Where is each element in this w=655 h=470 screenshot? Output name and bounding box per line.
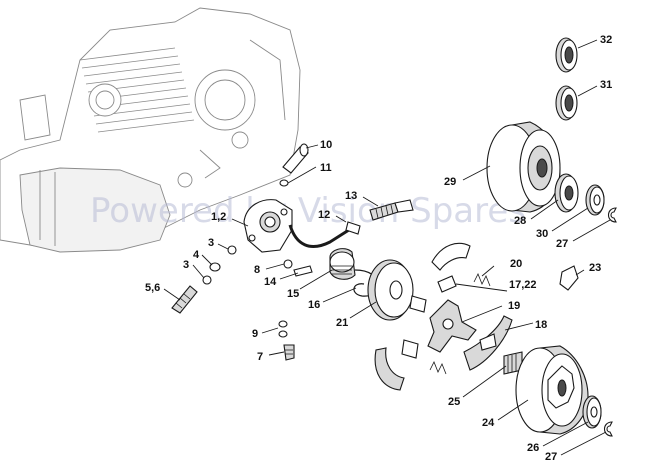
callout-3-upper: 3: [208, 237, 214, 249]
part-29-clutch-drum: [486, 121, 561, 213]
callout-16: 16: [308, 299, 320, 311]
part-26-washer: [582, 395, 602, 429]
part-15-worm-gear: [329, 248, 356, 280]
callout-32: 32: [600, 34, 612, 46]
callout-9: 9: [252, 328, 258, 340]
part-32-rim-sprocket: [555, 37, 578, 73]
part-23-retainer: [559, 265, 579, 291]
part-3-screw-lower: [202, 275, 212, 285]
callout-27-upper: 27: [556, 238, 568, 250]
callout-29: 29: [444, 176, 456, 188]
part-7-screw: [283, 344, 295, 361]
callout-20: 20: [510, 258, 522, 270]
part-13-worm-shaft: [369, 199, 414, 221]
callout-12: 12: [318, 209, 330, 221]
part-1-2-oil-pump: [243, 199, 293, 253]
part-18-clutch-shoe: [463, 315, 513, 371]
part-24-clutch-drum: [515, 345, 589, 435]
callout-1-2: 1,2: [211, 211, 226, 223]
part-20-spring: [473, 273, 491, 287]
callout-7: 7: [257, 351, 263, 363]
part-9-o-rings: [278, 320, 288, 338]
callout-27-lower: 27: [545, 451, 557, 463]
part-4-washer: [209, 262, 221, 272]
part-28-spur-sprocket: [554, 173, 579, 213]
engine-crankcase: [0, 7, 301, 253]
callout-21: 21: [336, 317, 348, 329]
callout-19: 19: [508, 300, 520, 312]
part-30-washer: [585, 184, 605, 216]
callout-23: 23: [589, 262, 601, 274]
callout-10: 10: [320, 139, 332, 151]
part-11-o-ring: [279, 179, 289, 187]
part-20-clutch-shoe-upper: [431, 242, 471, 271]
part-27-e-clip-lower: [603, 421, 613, 437]
callout-25: 25: [448, 396, 460, 408]
callout-17-22: 17,22: [509, 279, 537, 291]
callout-31: 31: [600, 79, 612, 91]
part-3-screw-upper: [227, 245, 237, 255]
clutch-spring-lower: [429, 361, 447, 375]
callout-14: 14: [264, 276, 277, 288]
callout-30: 30: [536, 228, 548, 240]
clutch-shoe-lower: [374, 339, 419, 391]
callout-26: 26: [527, 442, 539, 454]
callout-18: 18: [535, 319, 547, 331]
part-27-e-clip-upper: [607, 207, 617, 223]
callout-28: 28: [514, 215, 526, 227]
watermark-text: Powered by Vision Spares: [90, 191, 526, 231]
part-5-6-adjusting-screw: [171, 285, 198, 314]
callout-11: 11: [320, 162, 332, 174]
part-14-spring: [293, 265, 313, 277]
callout-15: 15: [287, 288, 299, 300]
callout-24: 24: [482, 417, 495, 429]
leader-lines: [163, 39, 611, 456]
callout-4: 4: [193, 249, 200, 261]
callout-labels: 32 31 10 11 29 13 12 1,2 28 30 27 3 4 3 …: [145, 34, 612, 463]
part-21-guard-plate: [367, 259, 414, 321]
part-12-oil-hose: [288, 221, 361, 248]
callout-8: 8: [254, 264, 260, 276]
part-10-fitting: [282, 143, 309, 174]
part-17-22-pin: [409, 275, 457, 313]
callout-3-lower: 3: [183, 259, 189, 271]
part-19-clutch-carrier: [427, 299, 477, 353]
callout-5-6: 5,6: [145, 282, 160, 294]
part-8-plug: [283, 259, 293, 269]
part-31-rim-sprocket: [555, 85, 578, 121]
callout-13: 13: [345, 190, 357, 202]
